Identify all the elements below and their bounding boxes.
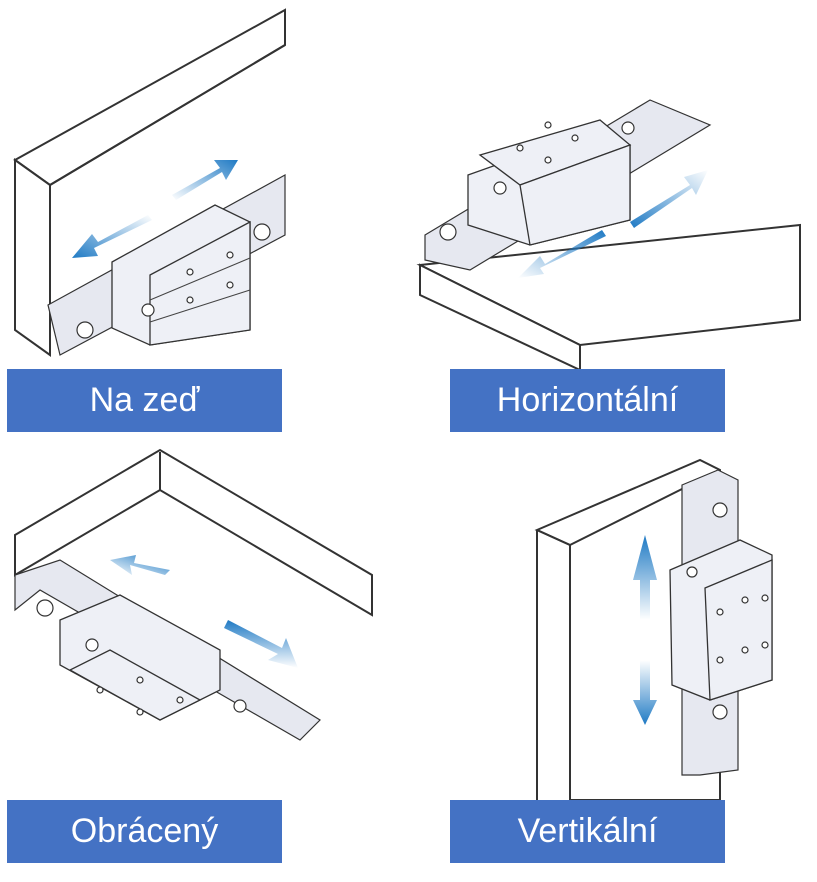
label-inverted-mount: Obrácený — [7, 800, 282, 863]
label-horizontal-mount: Horizontální — [450, 369, 725, 432]
label-wall-mount: Na zeď — [7, 369, 282, 432]
wall-mount-drawing — [13, 8, 286, 357]
vertical-mount-drawing — [534, 458, 773, 801]
horizontal-mount-drawing — [416, 99, 801, 372]
label-vertical-mount: Vertikální — [450, 800, 725, 863]
inverted-mount-drawing — [14, 448, 373, 741]
